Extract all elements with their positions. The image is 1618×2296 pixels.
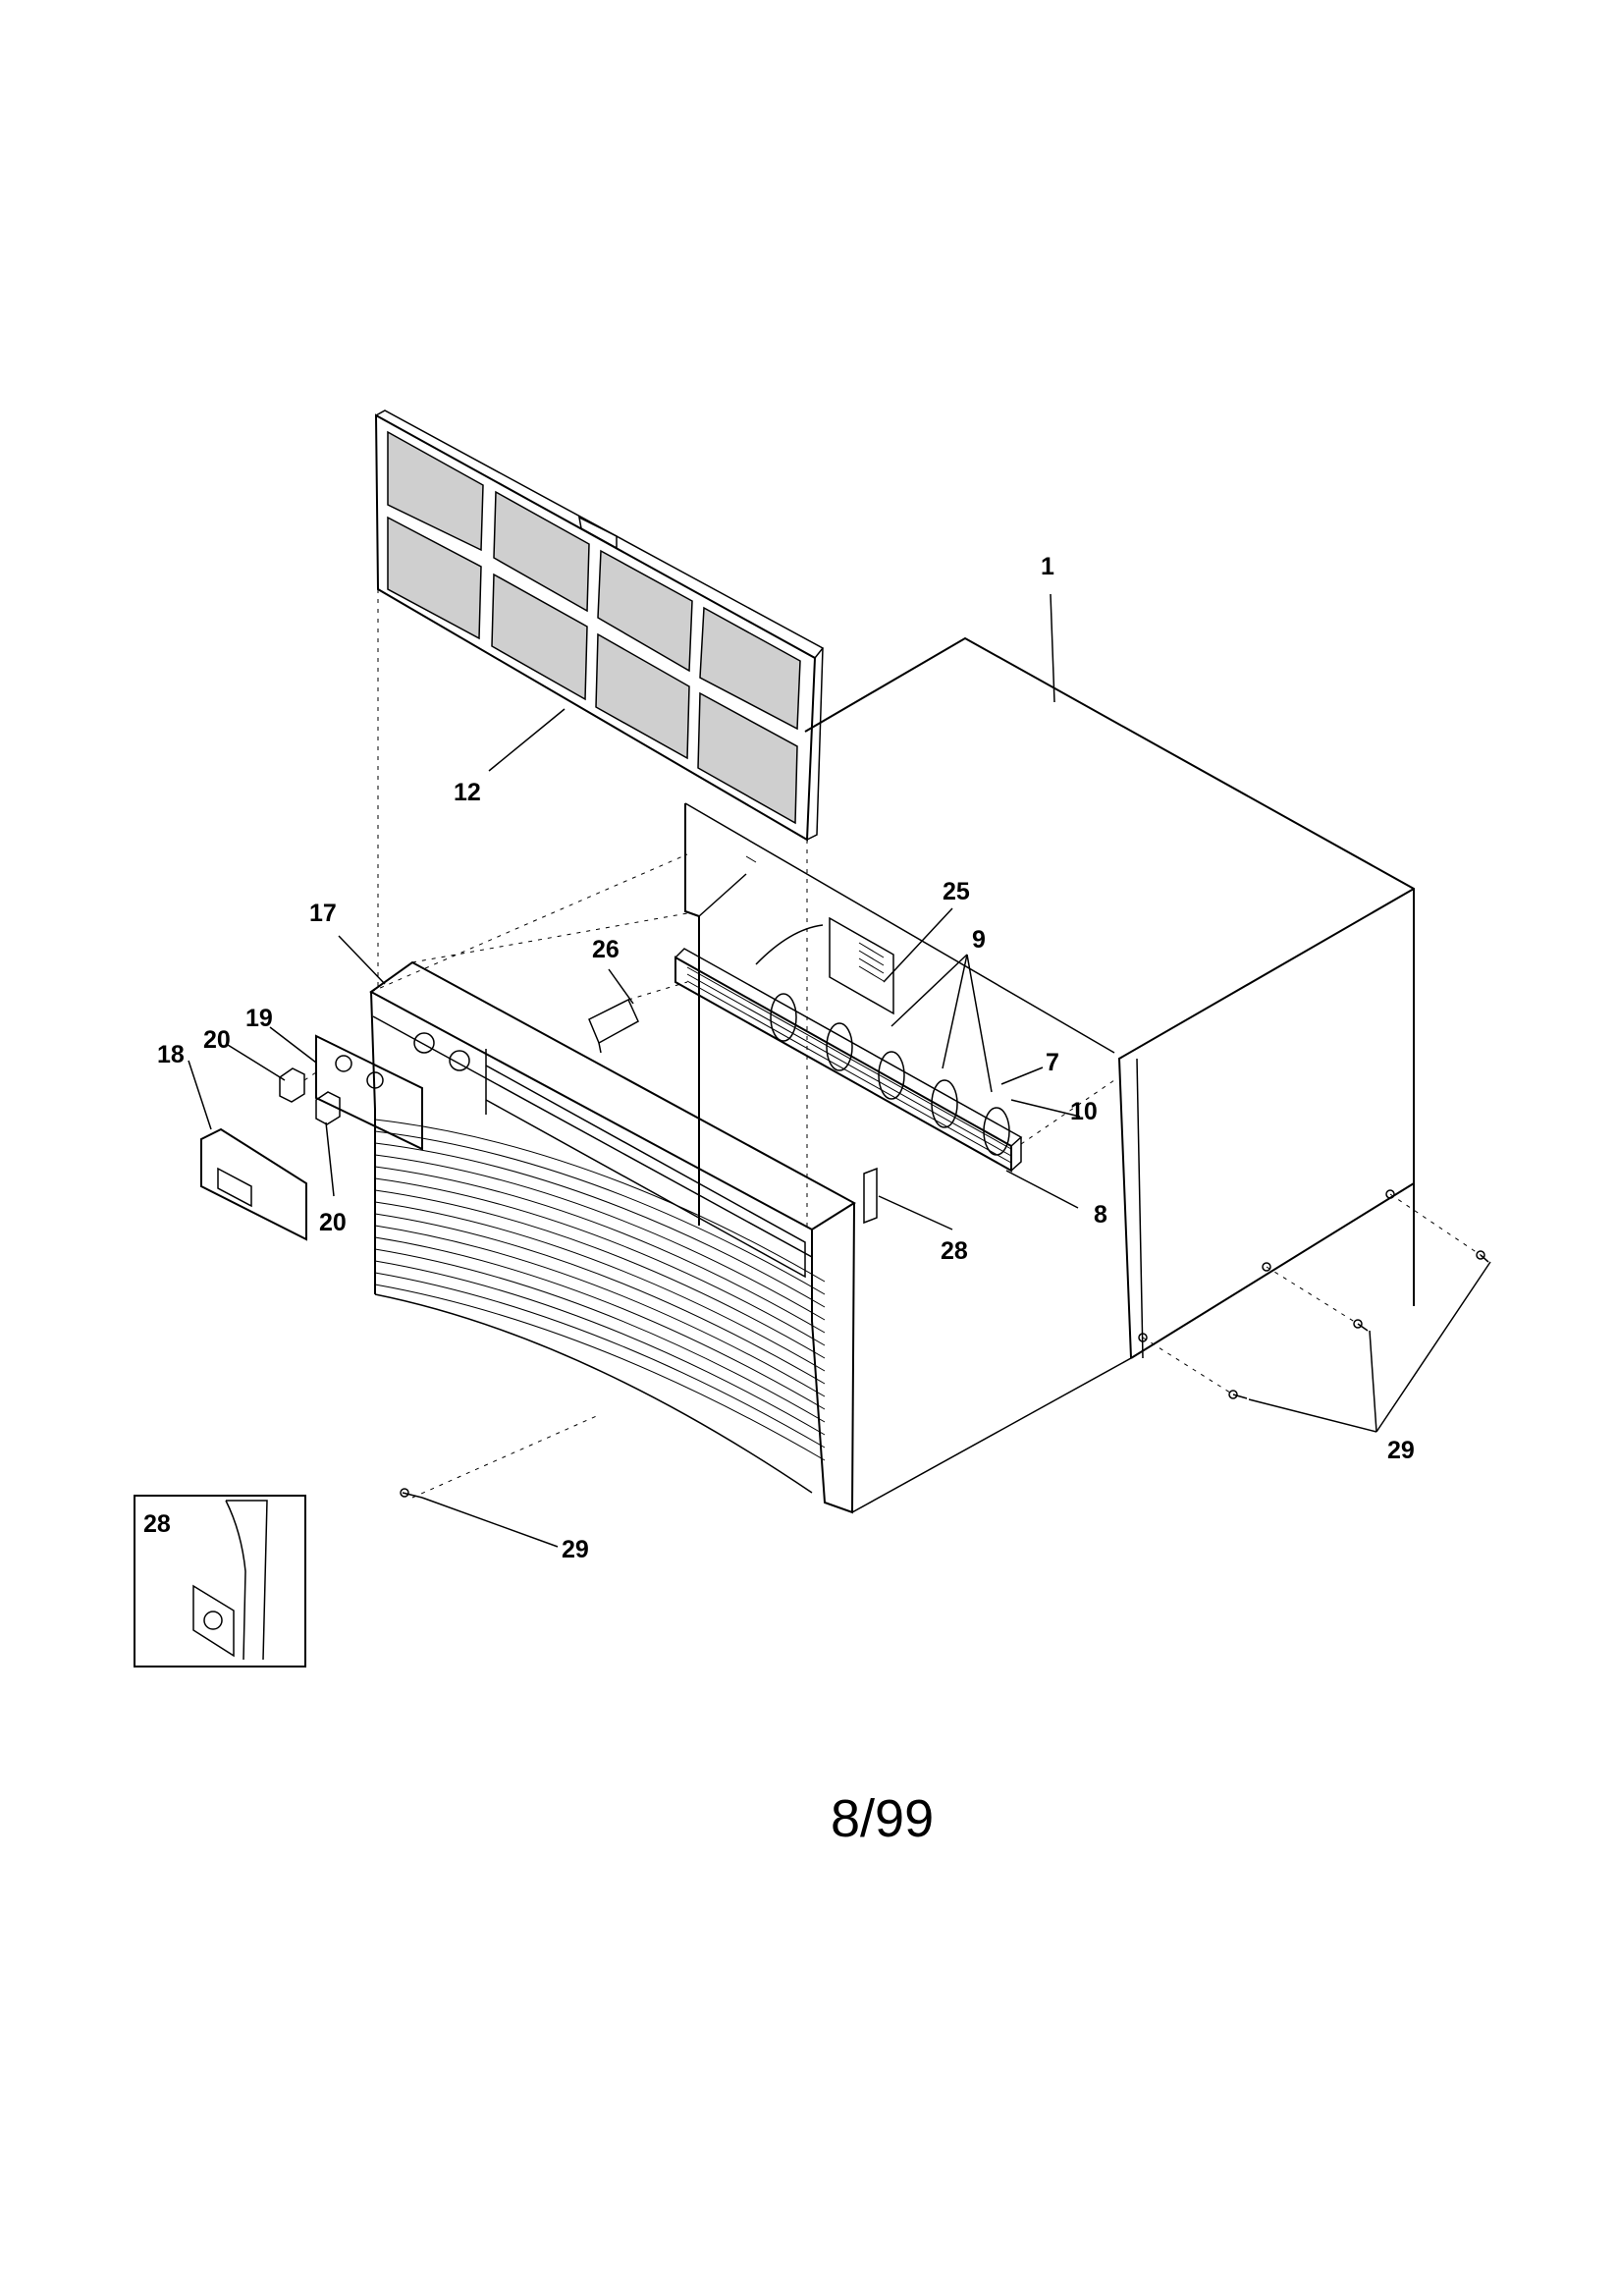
callout-25: 25	[943, 878, 970, 905]
control-knob-2	[315, 1091, 341, 1125]
callout-26: 26	[592, 936, 620, 963]
control-cover	[200, 1127, 307, 1241]
callout-29-front: 29	[562, 1536, 589, 1563]
control-knob-1	[279, 1067, 305, 1103]
front-grille	[369, 960, 856, 1514]
callout-7: 7	[1046, 1049, 1059, 1076]
callout-1: 1	[1041, 553, 1054, 580]
callout-8: 8	[1094, 1201, 1107, 1229]
bracket-26	[588, 998, 639, 1054]
louver-assembly	[674, 916, 1023, 1173]
screw-29-front	[400, 1488, 423, 1499]
callout-20-bottom: 20	[319, 1209, 347, 1236]
date-code: 8/99	[831, 1789, 934, 1848]
callout-18: 18	[157, 1041, 185, 1068]
air-filter	[374, 410, 825, 842]
callout-19: 19	[245, 1005, 273, 1032]
leader-lines	[188, 593, 1491, 1548]
callout-17: 17	[309, 900, 337, 927]
callout-labels: 1 12 17 25 26 9 7 10 8 19 18 20 20 28 28…	[143, 553, 1415, 1563]
screws-29-side	[1228, 1250, 1489, 1399]
callout-9: 9	[972, 926, 986, 954]
callout-28: 28	[941, 1237, 968, 1265]
detail-inset-box	[134, 1495, 306, 1667]
callout-29-side: 29	[1387, 1437, 1415, 1464]
control-panel	[315, 1034, 423, 1151]
callout-20-top: 20	[203, 1026, 231, 1054]
callout-28-inset: 28	[143, 1510, 171, 1538]
callout-10: 10	[1070, 1098, 1098, 1125]
callout-12: 12	[454, 779, 481, 806]
alignment-lines	[303, 589, 1482, 1513]
clip-28	[863, 1167, 878, 1225]
